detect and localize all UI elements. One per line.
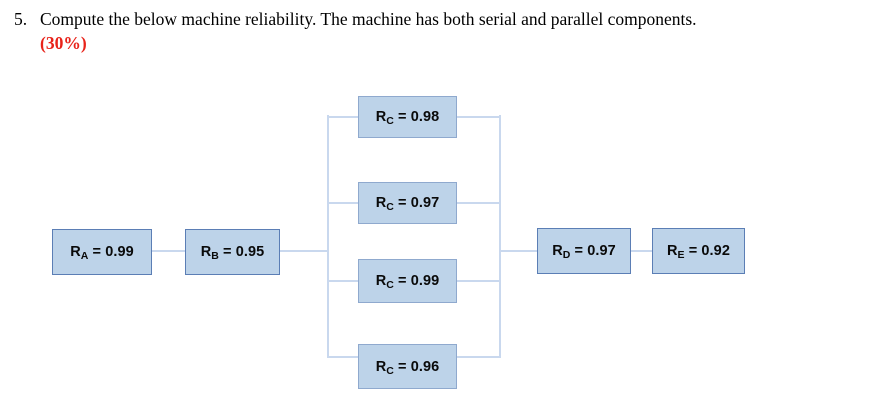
wire-c2-to-right-bus [457,202,501,204]
wire-left-bus-to-c4 [327,356,359,358]
component-equals-d: = [570,243,588,259]
component-label-c1: RC = 0.98 [375,109,440,127]
component-subscript-e: E [677,249,685,261]
component-symbol-a: R [70,244,81,260]
component-symbol-d: R [552,243,563,259]
question-block: 5. Compute the below machine reliability… [14,8,860,54]
component-label-d: RD = 0.97 [552,243,616,261]
component-box-c2[interactable]: RC = 0.97 [358,182,457,224]
component-subscript-c1: C [386,115,394,127]
component-value-c4: 0.96 [410,358,440,375]
component-value-c3: 0.99 [410,273,440,289]
component-value-c2: 0.97 [410,195,440,211]
parallel-right-bus [499,115,501,358]
component-value-c1: 0.98 [410,109,440,125]
wire-b-to-left-bus [280,250,329,252]
component-symbol-c2: R [375,195,387,211]
component-box-e[interactable]: RE = 0.92 [652,228,745,274]
component-subscript-d: D [562,249,571,261]
component-value-b: 0.95 [235,244,265,260]
component-value-d: 0.97 [587,243,616,259]
wire-c1-to-right-bus [457,116,501,118]
question-number: 5. [14,9,28,29]
component-label-e: RE = 0.92 [666,243,731,261]
component-box-c1[interactable]: RC = 0.98 [358,96,457,138]
wire-d-to-e [631,250,653,252]
component-subscript-b: B [211,250,219,262]
component-subscript-c4: C [386,364,394,377]
component-value-a: 0.99 [105,244,134,260]
component-label-c4: RC = 0.96 [375,358,440,377]
component-equals-c3: = [393,273,411,289]
question-line: 5. Compute the below machine reliability… [14,8,860,31]
parallel-left-bus [327,115,329,358]
component-box-a[interactable]: RA = 0.99 [52,229,152,275]
component-box-c4[interactable]: RC = 0.96 [358,344,457,389]
wire-a-to-b [152,250,186,252]
wire-left-bus-to-c3 [327,280,359,282]
component-symbol-c1: R [375,109,387,125]
component-equals-b: = [218,244,236,260]
component-box-b[interactable]: RB = 0.95 [185,229,280,275]
component-equals-c4: = [393,358,411,375]
component-box-d[interactable]: RD = 0.97 [537,228,631,274]
wire-c4-to-right-bus [457,356,501,358]
component-label-a: RA = 0.99 [70,244,134,262]
component-equals-c2: = [393,195,411,211]
component-label-b: RB = 0.95 [200,244,265,262]
wire-left-bus-to-c2 [327,202,359,204]
component-symbol-e: R [666,243,678,259]
component-label-c2: RC = 0.97 [375,195,440,213]
component-box-c3[interactable]: RC = 0.99 [358,259,457,303]
component-subscript-c3: C [386,279,394,291]
wire-c3-to-right-bus [457,280,501,282]
question-marks: (30%) [40,33,87,53]
component-symbol-c3: R [375,273,387,289]
component-subscript-a: A [80,250,89,262]
component-symbol-c4: R [375,358,387,375]
wire-right-bus-to-d [499,250,538,252]
component-equals-e: = [684,243,702,259]
question-text: Compute the below machine reliability. T… [40,9,697,29]
component-subscript-c2: C [386,201,394,213]
component-symbol-b: R [200,244,212,260]
wire-left-bus-to-c1 [327,116,359,118]
component-equals-c1: = [393,109,411,125]
component-value-e: 0.92 [701,243,731,259]
component-label-c3: RC = 0.99 [375,273,440,291]
component-equals-a: = [88,244,106,260]
